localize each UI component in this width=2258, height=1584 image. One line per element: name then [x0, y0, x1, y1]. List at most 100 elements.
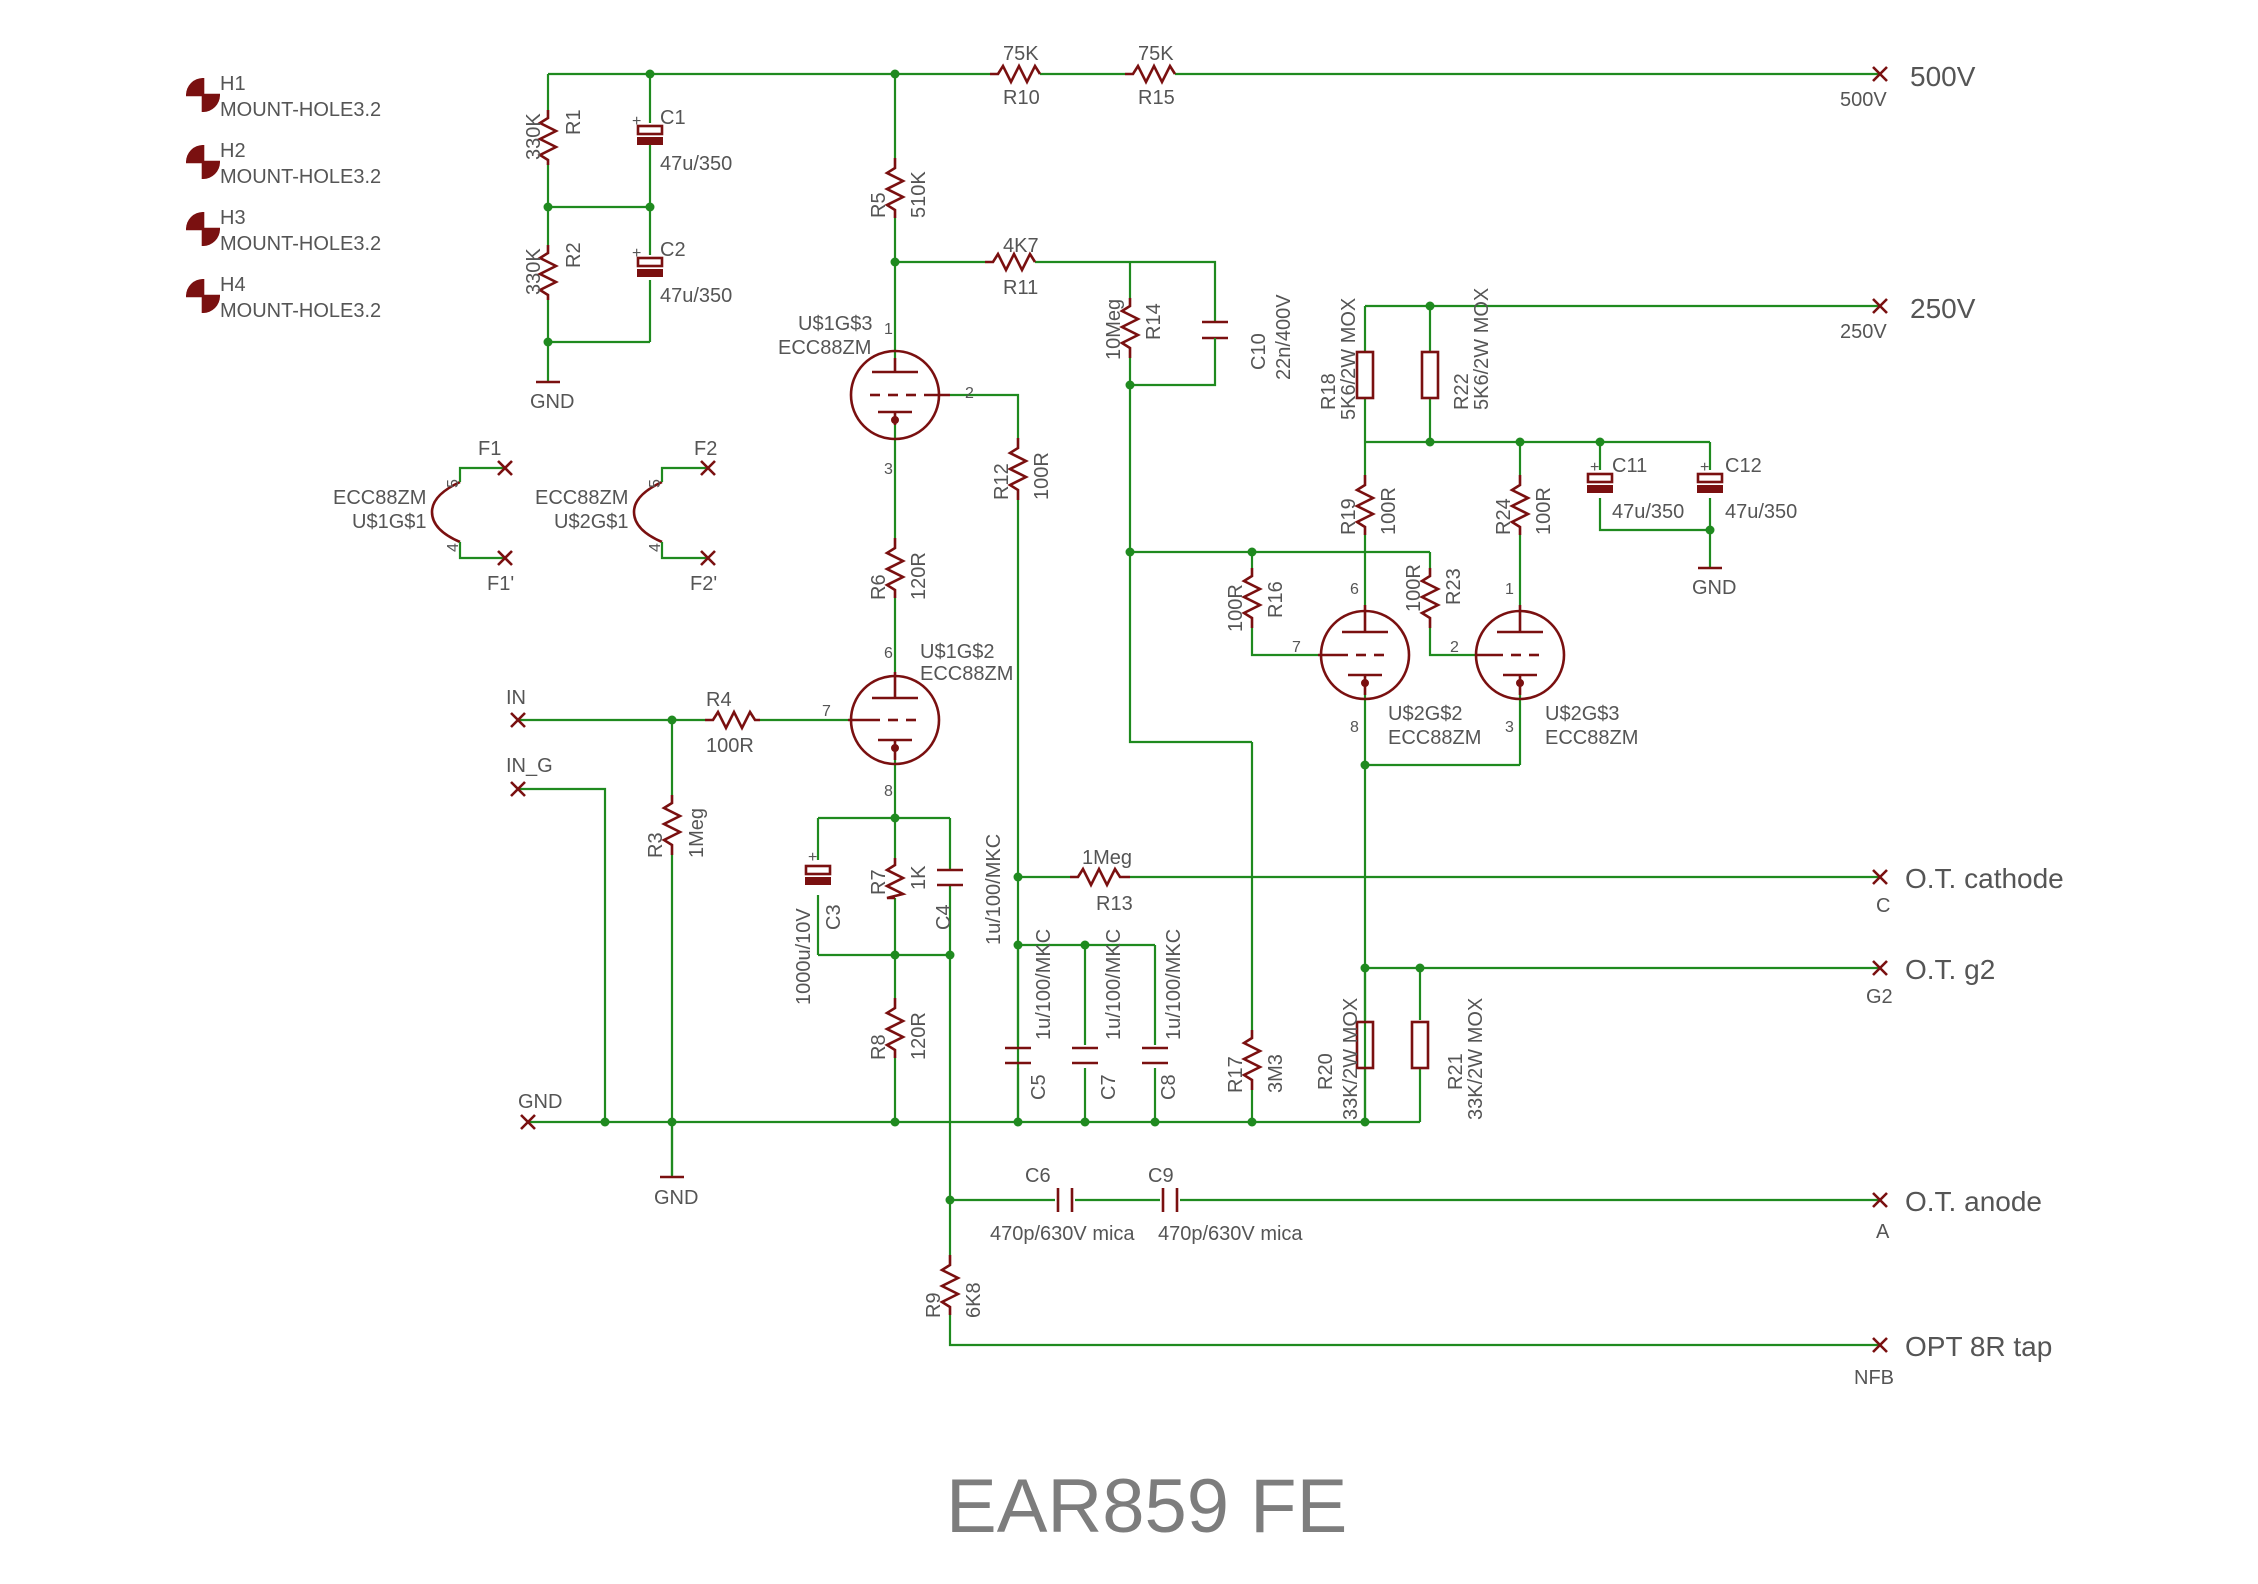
c5-ref: C5	[1028, 1074, 1050, 1100]
r12-value: 100R	[1031, 452, 1053, 500]
resistor-R4: R4 100R	[705, 689, 760, 757]
port-ot-g2[interactable]: O.T. g2 G2	[1866, 954, 1995, 1008]
heater-u1g1: ECC88ZM U$1G$1 5 4 F1 F1'	[333, 438, 514, 595]
schematic-label: F1'	[487, 573, 514, 595]
schematic-label: 8	[1350, 719, 1359, 736]
c10-ref: C10	[1248, 333, 1270, 370]
port-ot-anode[interactable]: O.T. anode A	[1872, 1186, 2042, 1243]
schematic-label: 2	[965, 385, 974, 402]
r3-value: 1Meg	[686, 808, 708, 858]
schematic-label: IN_G	[506, 755, 553, 777]
r4-ref: R4	[706, 689, 732, 711]
resistor-R17: R17 3M3	[1225, 1030, 1287, 1093]
r11-value: 4K7	[1003, 235, 1039, 257]
port-ot-cathode[interactable]: O.T. cathode C	[1872, 863, 2064, 917]
capacitor-C6: C6 470p/630V mica	[990, 1165, 1135, 1245]
capacitor-C1: + C1 47u/350	[632, 107, 732, 175]
r24-ref: R24	[1493, 498, 1515, 535]
r19-value: 100R	[1378, 487, 1400, 535]
capacitor-C9: C9 470p/630V mica	[1148, 1165, 1303, 1245]
r14-ref: R14	[1143, 303, 1165, 340]
schematic-label: U$1G$1	[352, 511, 427, 533]
c3-ref: C3	[823, 904, 845, 930]
capacitor-C11: + C11 47u/350	[1586, 455, 1684, 523]
r16-ref: R16	[1265, 581, 1287, 618]
port-in[interactable]: IN	[506, 687, 526, 728]
heater-terminals	[497, 460, 716, 566]
r10-ref: R10	[1003, 87, 1040, 109]
c9-value: 470p/630V mica	[1158, 1223, 1303, 1245]
resistor-R7: R7 1K	[868, 858, 930, 900]
resistor-R1: 330K R1	[523, 109, 585, 165]
r11-ref: R11	[1003, 277, 1038, 299]
schematic-label: NFB	[1854, 1367, 1894, 1389]
r6-ref: R6	[868, 574, 890, 600]
gnd-symbol-r3: GND	[654, 1175, 698, 1209]
r2-value: 330K	[523, 248, 545, 295]
schematic-label: 4	[445, 543, 462, 552]
schematic-label: U$2G$1	[554, 511, 629, 533]
r20-value: 33K/2W MOX	[1340, 998, 1362, 1120]
r21-value: 33K/2W MOX	[1465, 998, 1487, 1120]
resistor-R15: 75K R15	[1125, 43, 1177, 109]
schematic-label: +	[808, 849, 817, 866]
resistor-R2: 330K R2	[523, 242, 585, 300]
r1-value: 330K	[523, 113, 545, 160]
u2g3-ref: U$2G$3	[1545, 703, 1620, 725]
resistor-R10: 75K R10	[990, 43, 1042, 109]
port-opt-8r-tap[interactable]: OPT 8R tap NFB	[1854, 1331, 2052, 1389]
port-in-g[interactable]: IN_G	[506, 755, 553, 797]
c2-ref: C2	[660, 239, 686, 261]
schematic-label: ECC88ZM	[333, 487, 426, 509]
schematic-title: EAR859 FE	[946, 1464, 1347, 1549]
schematic-label: GND	[530, 391, 574, 413]
r4-value: 100R	[706, 735, 754, 757]
c11-ref: C11	[1612, 455, 1647, 477]
resistor-R11: 4K7 R11	[985, 235, 1039, 299]
resistor-R13: 1Meg R13	[1070, 847, 1133, 915]
schematic-label: 6	[1350, 581, 1359, 598]
port-250v[interactable]: 250V 250V	[1840, 293, 1976, 343]
u1g2-part: ECC88ZM	[920, 663, 1013, 685]
schematic-label: IN	[506, 687, 526, 709]
r17-ref: R17	[1225, 1056, 1247, 1093]
resistor-R16: 100R R16	[1225, 568, 1287, 632]
schematic-label: F1	[478, 438, 501, 460]
c8-value: 1u/100/MKC	[1163, 929, 1185, 1040]
r13-ref: R13	[1096, 893, 1133, 915]
schematic-label: 8	[884, 783, 893, 800]
r23-value: 100R	[1403, 564, 1425, 612]
schematic-label: C	[1876, 895, 1890, 917]
schematic-label: +	[632, 245, 641, 262]
schematic-label: 3	[1505, 719, 1514, 736]
schematic-label: G2	[1866, 986, 1893, 1008]
heater-u2g1: ECC88ZM U$2G$1 5 4 F2 F2'	[535, 438, 717, 595]
tube-u1g3: U$1G$3 ECC88ZM 1 2 3	[778, 313, 974, 478]
r9-value: 6K8	[963, 1282, 985, 1318]
r7-value: 1K	[908, 865, 930, 890]
resistor-R19: R19 100R	[1338, 475, 1400, 535]
schematic-label: O.T. anode	[1905, 1186, 2042, 1217]
schematic-label: 2	[1450, 639, 1459, 656]
r24-value: 100R	[1533, 487, 1555, 535]
r8-value: 120R	[908, 1012, 930, 1060]
r9-ref: R9	[923, 1292, 945, 1318]
schematic-label: 5	[647, 479, 664, 488]
capacitor-C3: + 1000u/10V C3	[793, 849, 845, 1005]
schematic-label: 7	[822, 703, 831, 720]
r2-ref: R2	[563, 242, 585, 268]
schematic-label: 250V	[1910, 293, 1976, 324]
schematic-label: 250V	[1840, 321, 1887, 343]
r13-value: 1Meg	[1082, 847, 1132, 869]
port-500v[interactable]: 500V 500V	[1840, 61, 1976, 111]
capacitor-C5: C5 1u/100/MKC	[1005, 929, 1055, 1100]
resistor-R21: R21 33K/2W MOX	[1410, 998, 1487, 1120]
r8-ref: R8	[868, 1034, 890, 1060]
c12-ref: C12	[1725, 455, 1762, 477]
port-gnd[interactable]: GND	[518, 1091, 562, 1130]
schematic-label: O.T. cathode	[1905, 863, 2064, 894]
r7-ref: R7	[868, 869, 890, 895]
mount-hole-H4: H4 MOUNT-HOLE3.2	[186, 274, 381, 322]
c1-value: 47u/350	[660, 153, 732, 175]
